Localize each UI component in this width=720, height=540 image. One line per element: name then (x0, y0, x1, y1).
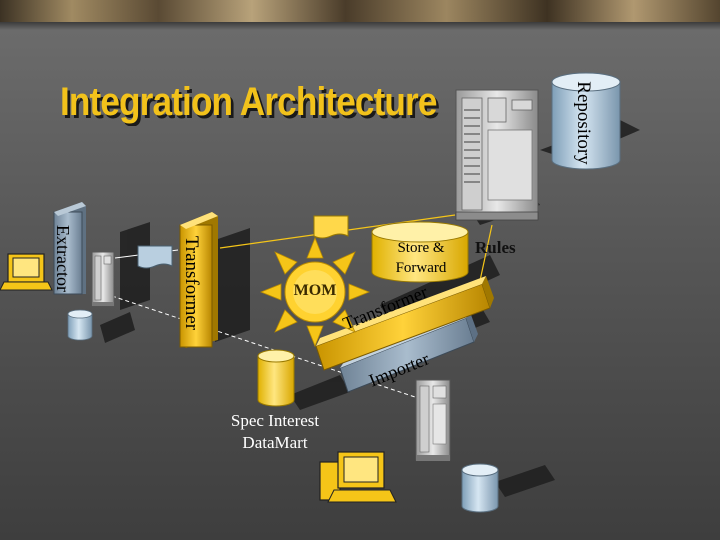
transformer-vertical-box (179, 212, 218, 348)
importer-server-icon (415, 379, 451, 461)
extractor-box (53, 202, 86, 295)
store-forward-database-icon (371, 221, 469, 283)
rules-server-icon (455, 89, 539, 221)
data-document-icon (137, 245, 173, 269)
extractor-label: Extractor (53, 225, 73, 292)
repository-database-icon (551, 72, 621, 170)
left-computer-icon (0, 253, 53, 291)
bottom-database-icon (461, 463, 499, 513)
mom-sun-icon (259, 236, 371, 348)
rules-label: Rules (475, 238, 516, 257)
datamart-label: Spec Interest DataMart (230, 411, 320, 452)
extractor-server-icon (91, 251, 115, 307)
decorative-top-band (0, 0, 720, 22)
mom-label: MOM (293, 282, 337, 299)
transformer-vertical-label: Transformer (181, 235, 202, 331)
bottom-computer-icon (319, 451, 397, 503)
slide-title: Integration Architecture (60, 80, 437, 124)
top-band-shadow (0, 22, 720, 30)
transformer-diagonal-box (315, 276, 494, 371)
datamart-database-icon (257, 349, 295, 407)
extractor-database-icon (67, 309, 93, 341)
store-forward-label: Store & Forward (395, 240, 447, 276)
message-document-icon (313, 215, 349, 239)
repository-label: Repository (573, 81, 594, 165)
